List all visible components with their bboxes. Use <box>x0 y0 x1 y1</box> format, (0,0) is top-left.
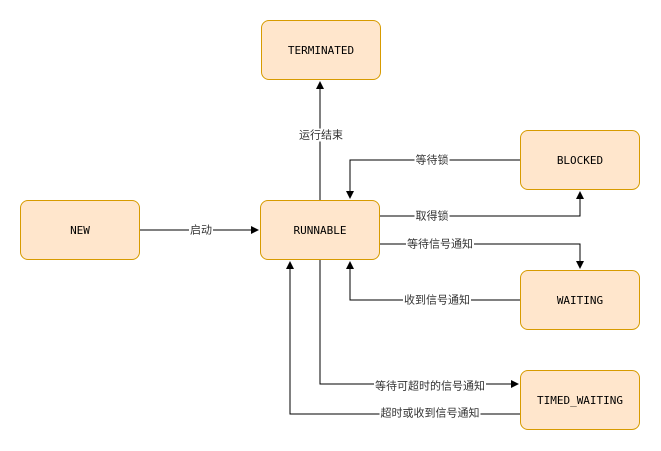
edge-get-lock <box>380 191 584 217</box>
state-waiting: WAITING <box>520 270 640 330</box>
state-terminated-label: TERMINATED <box>287 43 355 57</box>
state-runnable-label: RUNNABLE <box>293 223 347 237</box>
state-runnable: RUNNABLE <box>260 200 380 260</box>
edge-label-wait-signal: 等待信号通知 <box>406 237 474 251</box>
state-waiting-label: WAITING <box>556 293 604 307</box>
edge-label-wait-lock: 等待锁 <box>414 153 450 167</box>
edge-label-wait-timeout-signal: 等待可超时的信号通知 <box>374 379 486 393</box>
edge-label-timeout-or-recv: 超时或收到信号通知 <box>379 406 481 420</box>
state-new: NEW <box>20 200 140 260</box>
state-new-label: NEW <box>70 223 90 237</box>
edge-label-get-lock: 取得锁 <box>414 209 450 223</box>
edge-label-run-end: 运行结束 <box>298 128 344 142</box>
edge-wait-lock <box>346 159 520 199</box>
state-blocked-label: BLOCKED <box>556 153 604 167</box>
edge-label-recv-signal: 收到信号通知 <box>403 293 471 307</box>
state-blocked: BLOCKED <box>520 130 640 190</box>
edge-label-start: 启动 <box>189 223 213 237</box>
state-timed-waiting-label: TIMED_WAITING <box>536 393 624 407</box>
state-timed-waiting: TIMED_WAITING <box>520 370 640 430</box>
state-terminated: TERMINATED <box>261 20 381 80</box>
